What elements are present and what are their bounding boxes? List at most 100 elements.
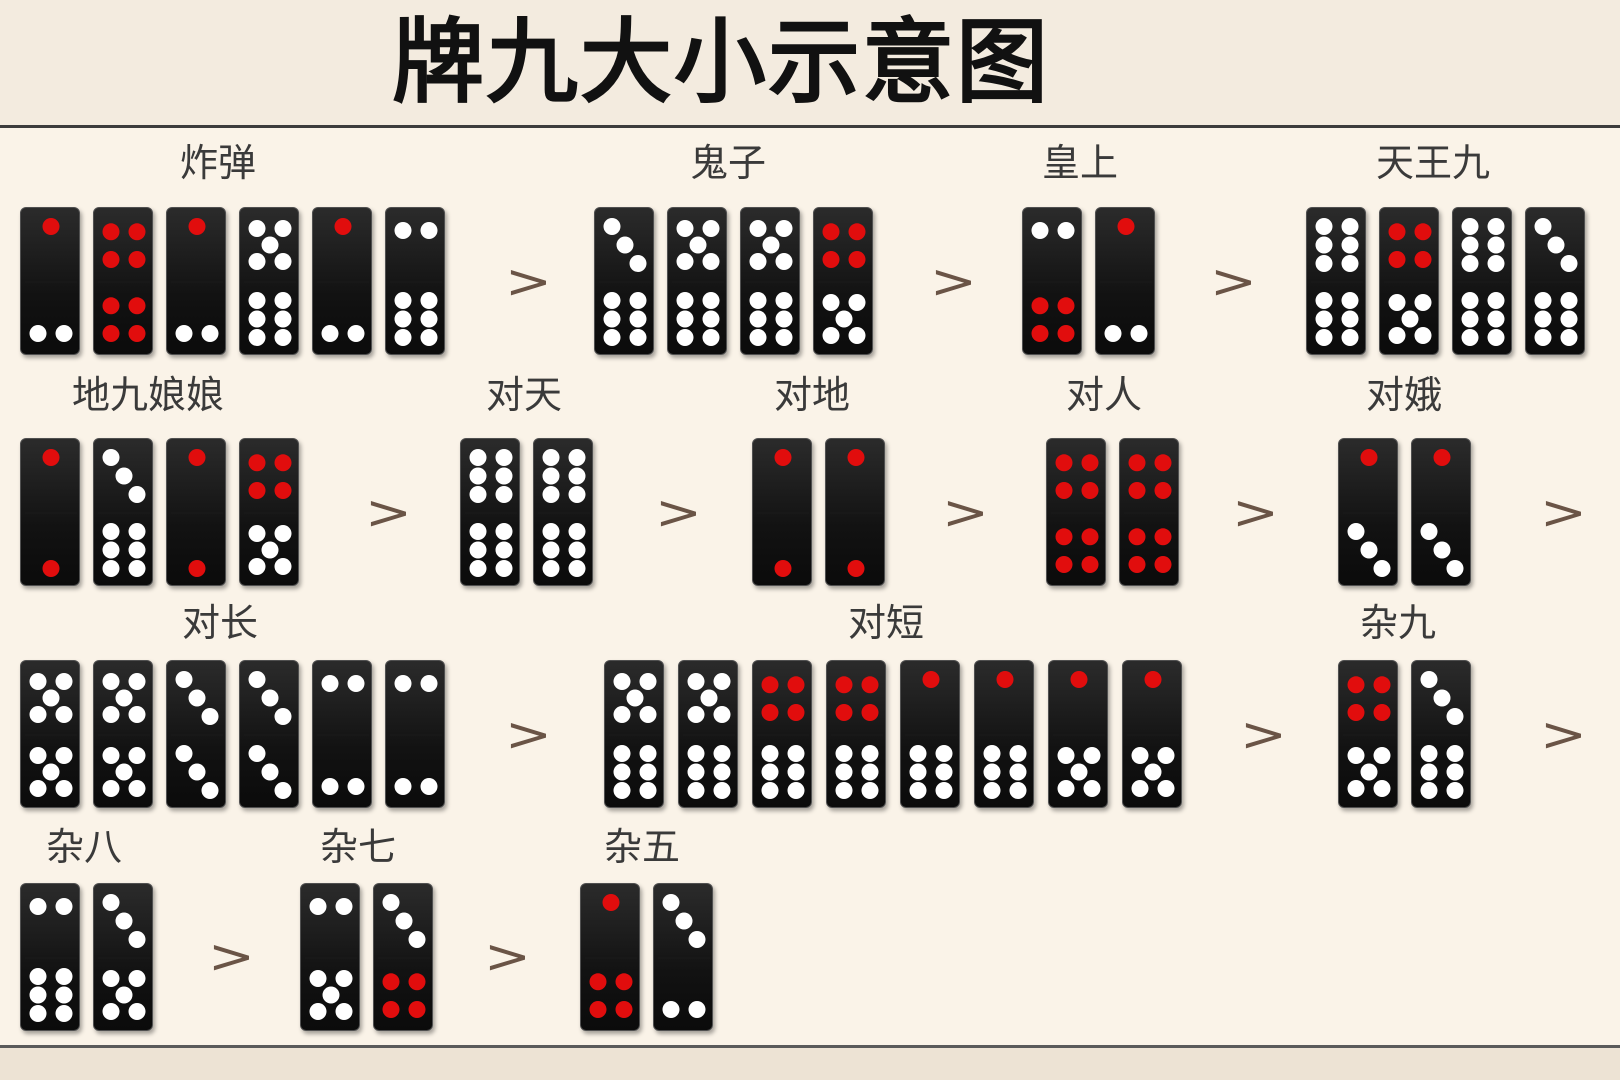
white-pip (335, 897, 353, 915)
white-pip (248, 253, 266, 270)
white-pip (1433, 541, 1451, 559)
white-pip (1388, 294, 1406, 311)
white-pip (1446, 559, 1464, 577)
red-pip (847, 559, 865, 577)
white-pip (983, 781, 1001, 799)
tile-face (1343, 676, 1395, 797)
domino-tile (166, 660, 226, 808)
red-pip (848, 223, 866, 241)
white-pip (702, 253, 720, 270)
red-pip (1414, 251, 1432, 269)
domino-tile (1338, 660, 1398, 808)
domino-tile (604, 660, 664, 808)
white-pip (835, 763, 853, 781)
red-pip (1388, 251, 1406, 269)
tile-face (98, 673, 150, 797)
red-pip (1081, 482, 1099, 500)
white-pip (274, 310, 292, 328)
white-pip (689, 236, 707, 254)
domino-tile (580, 883, 640, 1031)
domino-tile (1122, 660, 1182, 808)
tile-face (1124, 454, 1176, 574)
white-pip (542, 467, 560, 485)
white-pip (420, 292, 438, 310)
domino-tile (312, 660, 372, 808)
domino-tile (385, 660, 445, 808)
white-pip (469, 467, 487, 485)
red-pip (822, 251, 840, 269)
tile-face (317, 674, 369, 796)
white-pip (128, 930, 146, 948)
domino-tile (825, 438, 885, 586)
white-pip (1104, 325, 1122, 343)
white-pip (420, 674, 438, 692)
white-pip (309, 897, 327, 915)
white-pip (55, 897, 73, 915)
domino-tile (239, 660, 299, 808)
domino-tile (533, 438, 593, 586)
white-pip (1009, 745, 1027, 763)
header (0, 0, 1620, 126)
white-pip (749, 310, 767, 328)
white-pip (309, 970, 327, 987)
white-pip (775, 310, 793, 328)
white-pip (29, 747, 47, 764)
white-pip (102, 449, 120, 467)
greater-than-icon: > (484, 928, 531, 985)
white-pip (201, 707, 219, 725)
greater-than-icon: > (1232, 484, 1279, 541)
white-pip (248, 310, 266, 328)
white-pip (335, 970, 353, 987)
red-pip (1057, 297, 1075, 315)
tile-face (244, 220, 296, 346)
red-pip (1154, 454, 1172, 472)
red-pip (1081, 454, 1099, 472)
domino-tile (300, 883, 360, 1031)
white-pip (115, 912, 133, 930)
group-label: 对地 (774, 373, 851, 417)
white-pip (248, 292, 266, 310)
white-pip (676, 253, 694, 270)
red-pip (1057, 325, 1075, 343)
domino-tile (1095, 207, 1155, 355)
white-pip (713, 706, 731, 723)
white-pip (29, 1004, 47, 1022)
white-pip (1487, 254, 1505, 272)
white-pip (248, 745, 266, 763)
tile-face (390, 674, 442, 796)
white-pip (29, 986, 47, 1004)
white-pip (909, 745, 927, 763)
footer (0, 1048, 1620, 1080)
red-pip (1373, 676, 1391, 694)
white-pip (1057, 221, 1075, 239)
white-pip (1420, 745, 1438, 763)
group-label: 杂八 (46, 825, 123, 869)
white-pip (188, 689, 206, 707)
white-pip (861, 745, 879, 763)
white-pip (128, 485, 146, 503)
white-pip (629, 310, 647, 328)
white-pip (676, 292, 694, 310)
domino-tile (752, 438, 812, 586)
white-pip (321, 325, 339, 343)
white-pip (639, 745, 657, 763)
red-pip (1373, 704, 1391, 722)
tile-face (1416, 671, 1468, 799)
white-pip (420, 328, 438, 346)
tile-face (905, 671, 957, 799)
white-pip (775, 292, 793, 310)
domino-tile (653, 883, 713, 1031)
greater-than-icon: > (1540, 706, 1587, 763)
domino-tile (1022, 207, 1082, 355)
white-pip (1009, 781, 1027, 799)
tile-face (171, 449, 223, 577)
tile-face (830, 449, 882, 577)
white-pip (542, 449, 560, 467)
white-pip (861, 781, 879, 799)
white-pip (115, 763, 133, 781)
white-pip (128, 780, 146, 797)
red-pip (861, 704, 879, 722)
white-pip (1341, 254, 1359, 272)
white-pip (55, 968, 73, 986)
white-pip (1341, 310, 1359, 328)
